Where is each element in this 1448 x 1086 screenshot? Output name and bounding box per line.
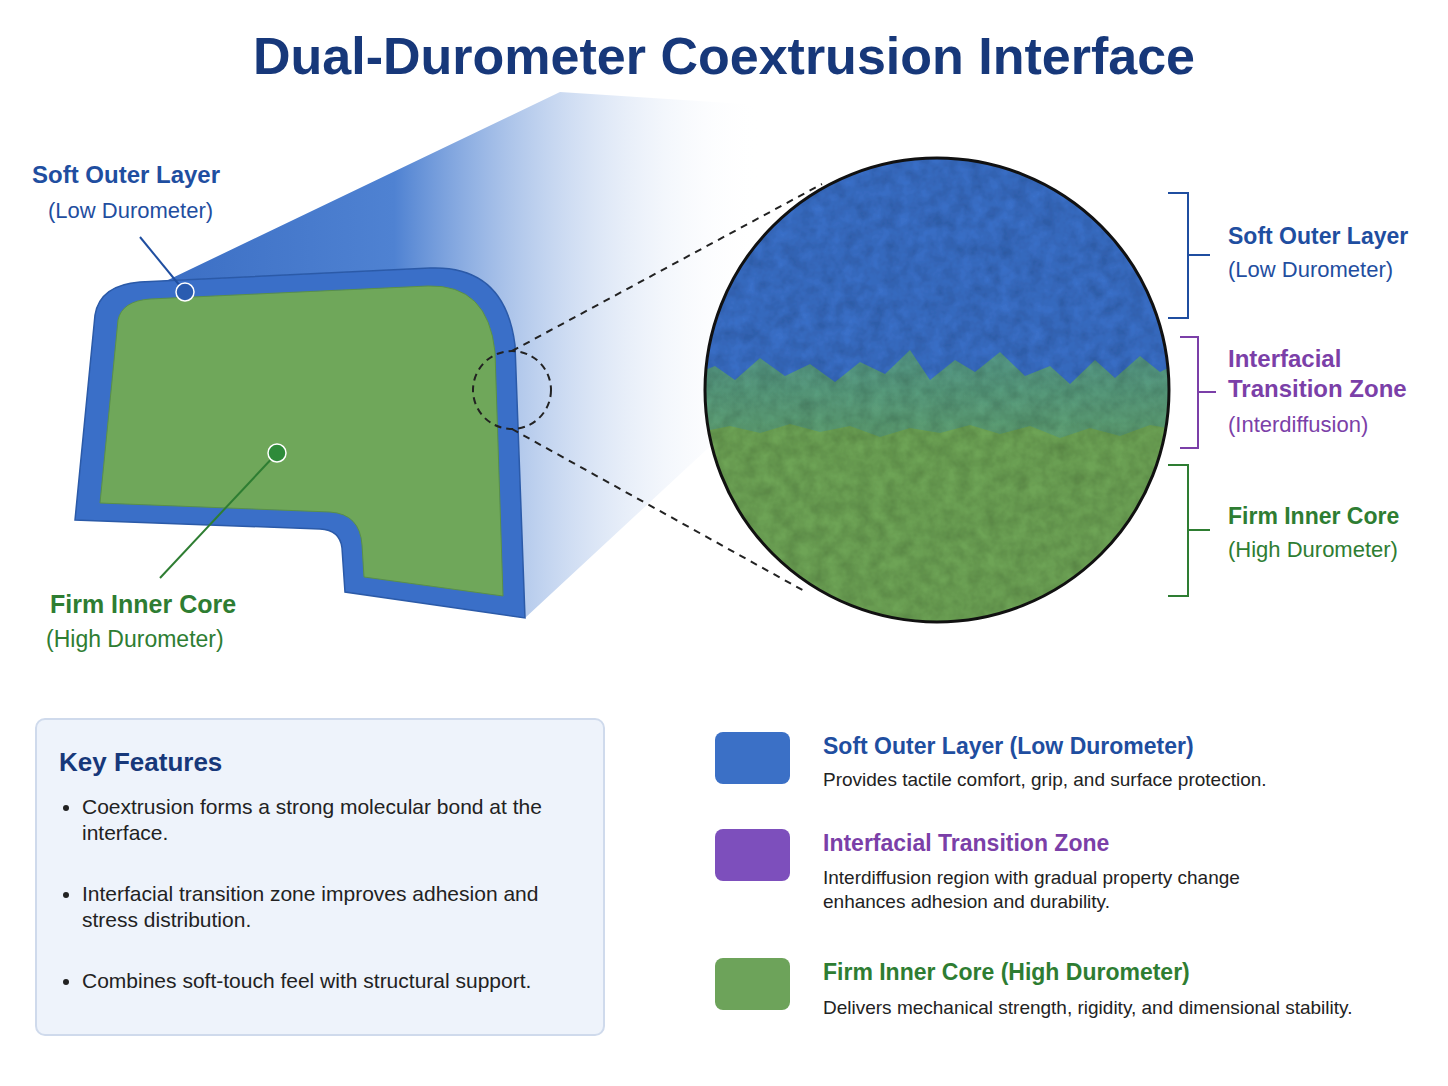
part-label: (High Durometer) bbox=[1228, 536, 1443, 564]
part-label: Soft Outer Layer bbox=[32, 160, 332, 190]
magnifier-ring bbox=[705, 158, 1169, 622]
part-label: (Low Durometer) bbox=[1228, 256, 1443, 284]
part-label: Interfacial Transition Zone bbox=[1228, 344, 1428, 404]
legend-description: Provides tactile comfort, grip, and surf… bbox=[823, 768, 1433, 792]
legend-label: Soft Outer Layer (Low Durometer) bbox=[823, 732, 1423, 761]
part-label: (Interdiffusion) bbox=[1228, 411, 1443, 439]
legend-label: Firm Inner Core (High Durometer) bbox=[823, 958, 1423, 987]
feature-box: Key FeaturesCoextrusion forms a strong m… bbox=[35, 718, 605, 1036]
legend-description: Delivers mechanical strength, rigidity, … bbox=[823, 996, 1433, 1020]
soft-region bbox=[700, 150, 1180, 384]
part-label: (High Durometer) bbox=[46, 625, 346, 654]
legend-description: Interdiffusion region with gradual prope… bbox=[823, 866, 1323, 914]
bullet-dot bbox=[63, 979, 69, 985]
part-label: Soft Outer Layer bbox=[1228, 222, 1443, 251]
part-label: (Low Durometer) bbox=[48, 197, 348, 225]
legend-swatch bbox=[715, 958, 790, 1010]
bullet-text: Coextrusion forms a strong molecular bon… bbox=[82, 794, 542, 847]
legend-swatch bbox=[715, 829, 790, 881]
title: Dual-Durometer Coextrusion Interface bbox=[0, 24, 1448, 89]
leader-line bbox=[140, 237, 185, 292]
bullet-text: Combines soft-touch feel with structural… bbox=[82, 968, 602, 994]
magnified-view bbox=[700, 150, 1180, 630]
callout-dot bbox=[176, 283, 194, 301]
callout-dot bbox=[268, 444, 286, 462]
bracket bbox=[1168, 193, 1210, 318]
part-label: Firm Inner Core bbox=[1228, 502, 1443, 531]
part-label: Firm Inner Core bbox=[50, 589, 350, 620]
zoom-circle bbox=[473, 351, 551, 429]
bullet-dot bbox=[63, 805, 69, 811]
leader-line bbox=[160, 453, 277, 578]
legend-swatch bbox=[715, 732, 790, 784]
firm-inner-core bbox=[100, 286, 503, 596]
legend-label: Interfacial Transition Zone bbox=[823, 829, 1423, 858]
transition-region bbox=[700, 150, 1180, 438]
box-heading: Key Features bbox=[59, 746, 559, 779]
soft-outer-profile bbox=[75, 268, 525, 618]
bracket bbox=[1168, 465, 1210, 596]
bracket bbox=[1180, 337, 1216, 448]
bullet-text: Interfacial transition zone improves adh… bbox=[82, 881, 552, 934]
bullet-dot bbox=[63, 892, 69, 898]
core-region bbox=[700, 150, 1180, 630]
